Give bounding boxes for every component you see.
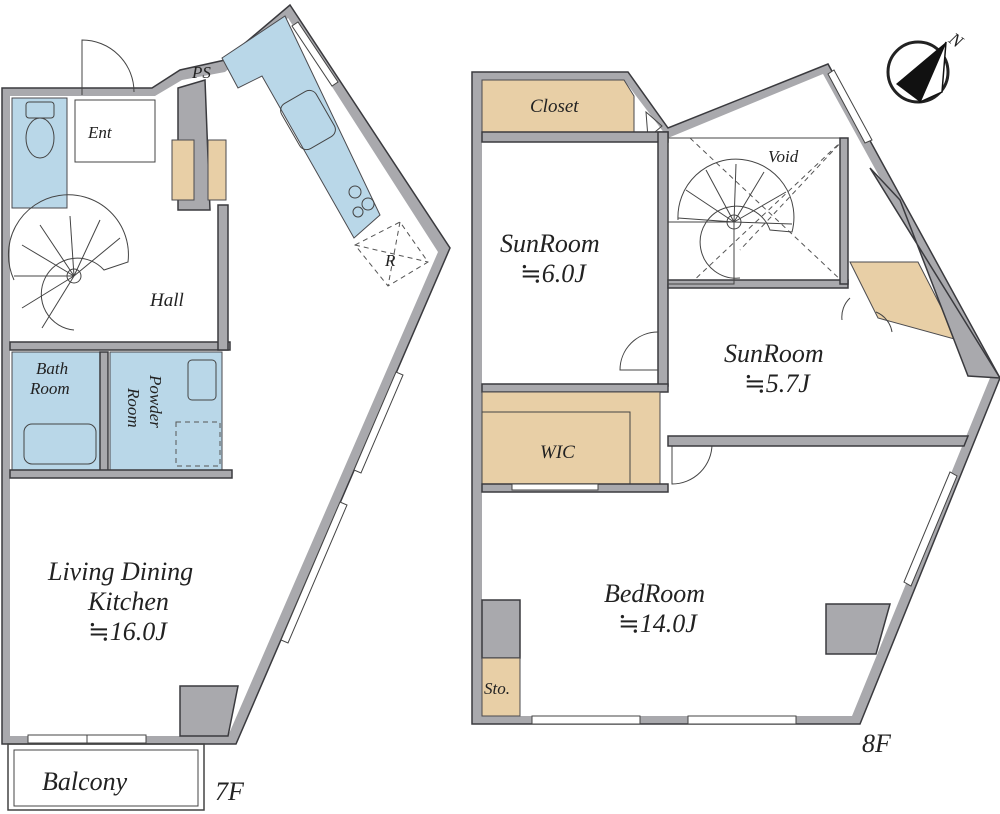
corner-pillar: [869, 167, 1000, 379]
shoe-cabinet: [171, 139, 195, 201]
floor-8f-label: 8F: [862, 729, 892, 758]
window: [687, 715, 797, 725]
window: [827, 69, 873, 144]
powder-label-line1: Powder: [146, 374, 165, 428]
north-label: N: [945, 28, 968, 52]
corner-pillar: [825, 603, 891, 655]
entrance-area: [74, 99, 156, 163]
storage-label: Sto.: [484, 679, 510, 698]
kitchen-sink: [280, 89, 336, 151]
interior-wall: [9, 469, 233, 479]
hall-label: Hall: [149, 290, 184, 311]
sunroom2-label: SunRoom: [724, 339, 824, 368]
entrance-label: Ent: [87, 123, 113, 142]
sunroom1-size-label: ≒6.0J: [520, 259, 587, 288]
floor-7f-label: 7F: [215, 777, 245, 806]
ldk-label-line1: Living Dining: [47, 557, 193, 586]
spiral-staircase-upper: [667, 158, 795, 285]
bedroom-label: BedRoom: [604, 579, 705, 608]
bedroom-size-label: ≒14.0J: [618, 609, 698, 638]
powder-label-line2: Room: [124, 387, 143, 428]
sunroom1-label: SunRoom: [500, 229, 600, 258]
north-arrow-icon: N: [886, 28, 968, 104]
sunroom-door: [619, 331, 659, 371]
corner-pillar: [179, 685, 239, 737]
window: [531, 715, 641, 725]
stove-burner-icon: [361, 197, 375, 211]
kitchen-counter: [221, 15, 381, 239]
washing-machine-space: [175, 421, 221, 467]
interior-wall: [839, 137, 849, 285]
interior-wall: [657, 131, 669, 387]
closet: [481, 79, 635, 133]
interior-wall: [481, 131, 669, 143]
entrance-door: [81, 39, 135, 95]
ldk-label-line2: Kitchen: [87, 587, 169, 616]
bedroom-door: [671, 443, 713, 485]
spiral-staircase: [7, 194, 129, 331]
balcony-label: Balcony: [42, 767, 128, 796]
balcony: [7, 743, 205, 811]
wic-label: WIC: [540, 442, 575, 463]
walk-in-closet: [481, 391, 661, 485]
storage: [481, 657, 521, 717]
stove-burner-icon: [348, 185, 362, 199]
window: [353, 371, 404, 474]
floor-8f-interior: [482, 74, 990, 716]
ps-label: PS: [191, 63, 211, 82]
bathtub-icon: [23, 423, 97, 465]
powder-room: [109, 351, 223, 471]
sunroom-closet-door: [841, 297, 893, 333]
interior-wall: [481, 383, 669, 393]
washbasin-icon: [187, 359, 217, 401]
interior-wall: [9, 341, 231, 351]
window: [291, 21, 339, 87]
interior-wall: [217, 204, 229, 351]
stove-burner-icon: [352, 206, 364, 218]
ldk-size-label: ≒16.0J: [88, 617, 168, 646]
floor-7f-plan: Ent PS R Hall Bath Room Powder Room Livi…: [1, 3, 451, 811]
void-label: Void: [768, 147, 799, 166]
window: [280, 501, 348, 644]
toilet-bowl-icon: [25, 117, 55, 159]
interior-wall: [99, 351, 109, 473]
floor-8f-plan: Closet Void SunRoom ≒6.0J SunRoom ≒5.7J …: [471, 63, 1000, 758]
toilet-room: [11, 97, 68, 209]
interior-wall: [667, 435, 970, 447]
shoe-cabinet: [207, 139, 227, 201]
closet-label: Closet: [530, 96, 579, 117]
bath-label-line1: Bath: [36, 359, 68, 378]
storage-wall: [481, 599, 521, 659]
window: [903, 471, 958, 587]
bathroom: [11, 351, 103, 471]
bath-label-line2: Room: [29, 379, 70, 398]
refrigerator-label: R: [384, 251, 396, 270]
sunroom2-size-label: ≒5.7J: [744, 369, 811, 398]
